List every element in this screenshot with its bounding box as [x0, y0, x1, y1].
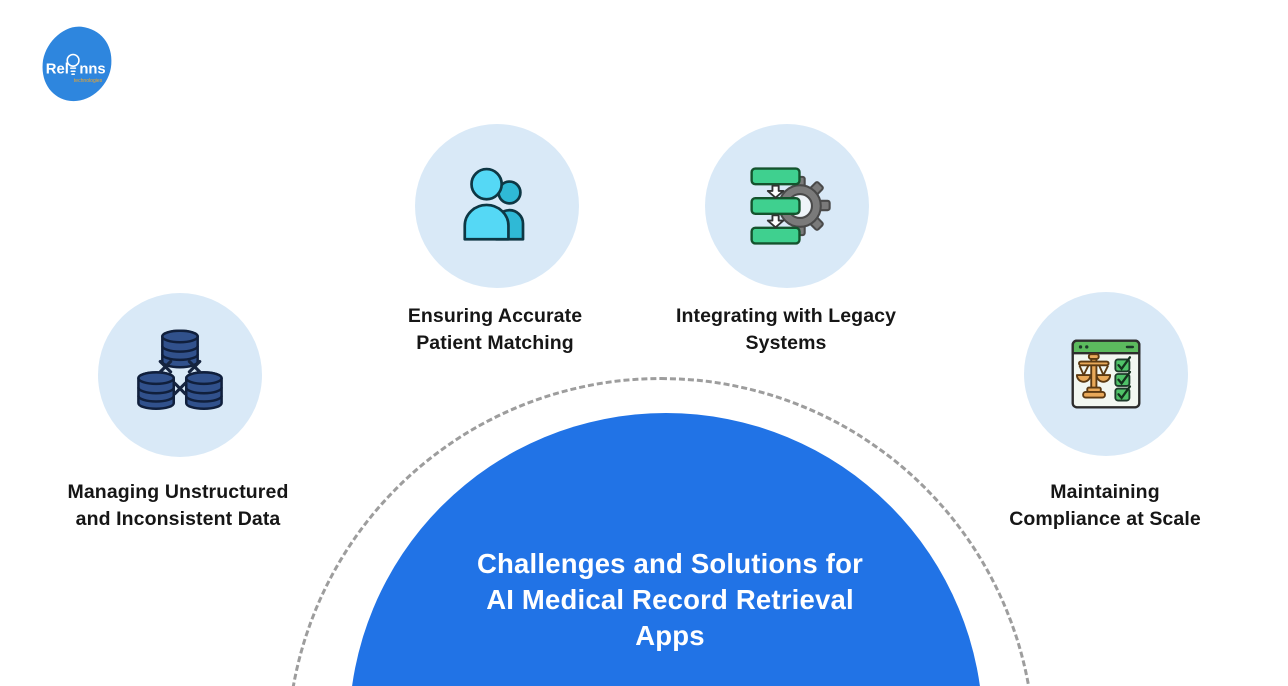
- scales-of-justice: [1075, 353, 1112, 399]
- title-line: Challenges and Solutions for: [476, 548, 864, 579]
- label-line: Managing Unstructured: [67, 481, 289, 503]
- workflow-gear-icon: [750, 167, 831, 245]
- logo-text-right: nns: [79, 62, 105, 78]
- compliance-checklist-icon: [1071, 339, 1141, 409]
- checkboxes: [1114, 356, 1132, 402]
- title-line: Apps: [635, 620, 705, 651]
- lightbulb-icon: [66, 53, 80, 75]
- challenge-bubble-compliance: [1024, 292, 1188, 456]
- infographic-title: Challenges and Solutions for AI Medical …: [440, 546, 900, 654]
- label-line: Ensuring Accurate: [407, 305, 583, 327]
- challenge-label-patient-matching: Ensuring Accurate Patient Matching: [325, 303, 665, 357]
- challenge-bubble-unstructured-data: [98, 293, 262, 457]
- window-header-dots: [1078, 345, 1135, 349]
- x-marks: [158, 359, 202, 396]
- challenge-label-unstructured-data: Managing Unstructured and Inconsistent D…: [8, 479, 348, 533]
- label-line: Systems: [745, 332, 827, 354]
- label-line: Maintaining: [1050, 481, 1160, 503]
- relinns-logo-graphic: Rel nns technologies: [42, 26, 112, 102]
- workflow-blocks: [750, 167, 801, 245]
- label-line: Compliance at Scale: [1009, 508, 1201, 530]
- label-line: Patient Matching: [416, 332, 574, 354]
- challenge-bubble-patient-matching: [415, 124, 579, 288]
- databases-disconnected-icon: [137, 329, 223, 411]
- logo-subtext: technologies: [74, 78, 103, 84]
- label-line: Integrating with Legacy: [675, 305, 897, 327]
- patients-icon: [463, 167, 525, 241]
- challenge-label-compliance: Maintaining Compliance at Scale: [935, 479, 1275, 533]
- label-line: and Inconsistent Data: [75, 508, 281, 530]
- challenge-label-legacy-systems: Integrating with Legacy Systems: [616, 303, 956, 357]
- relinns-logo: Rel nns technologies: [38, 23, 116, 107]
- down-arrows: [766, 184, 785, 229]
- challenge-bubble-legacy-systems: [705, 124, 869, 288]
- title-line: AI Medical Record Retrieval: [486, 584, 854, 615]
- logo-text-left: Rel: [46, 62, 69, 78]
- window-header: [1071, 339, 1141, 355]
